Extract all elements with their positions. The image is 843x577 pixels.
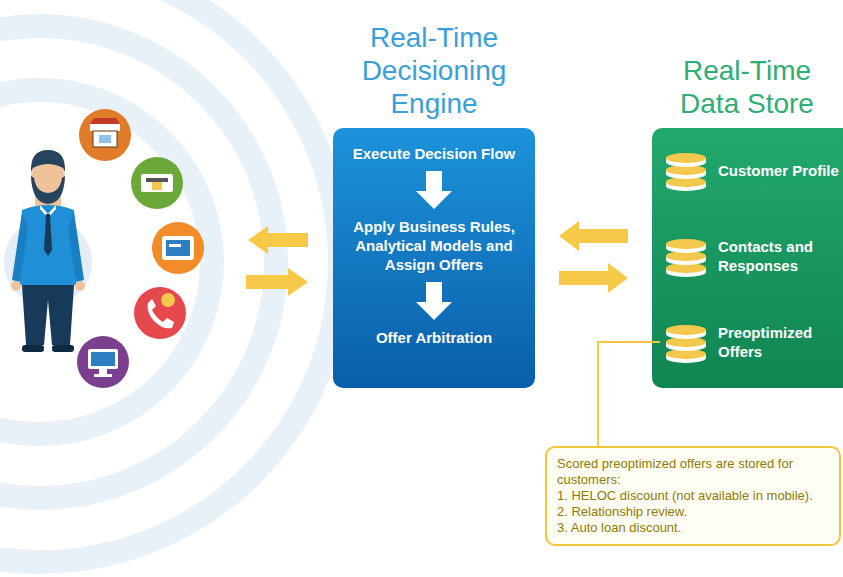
data-store-item: Contacts and Responses	[660, 234, 840, 278]
process-step: Apply Business Rules, Analytical Models …	[333, 217, 535, 274]
process-step: Offer Arbitration	[333, 328, 535, 347]
panel-heading: Real-Time Decisioning Engine	[333, 21, 535, 120]
flow-arrow	[559, 263, 628, 293]
callout-note: Scored preoptimized offers are stored fo…	[545, 446, 841, 546]
node-text: Customer Profile	[718, 161, 840, 180]
engine-panel: Real-Time Decisioning EngineExecute Deci…	[333, 128, 535, 388]
process-step: Execute Decision Flow	[333, 144, 535, 163]
person-figure	[11, 150, 85, 352]
channel-icons	[77, 109, 204, 388]
node-text: Preoptimized Offers	[718, 323, 840, 361]
node-text: Execute Decision Flow	[333, 144, 535, 163]
node-text: 1. HELOC discount (not available in mobi…	[557, 488, 829, 504]
data-store-panel: Real-Time Data StoreCustomer ProfileCont…	[652, 128, 843, 388]
node-text: 2. Relationship review.	[557, 504, 829, 520]
signal-arcs	[0, 0, 340, 562]
node-text: 3. Auto loan discount.	[557, 520, 829, 536]
flow-arrow	[559, 221, 628, 251]
data-store-item: Preoptimized Offers	[660, 320, 840, 364]
node-text: Offer Arbitration	[333, 328, 535, 347]
data-store-item: Customer Profile	[660, 148, 840, 192]
flow-arrow	[416, 282, 452, 320]
flow-arrow	[416, 171, 452, 209]
database-icon	[664, 149, 708, 191]
database-icon	[664, 235, 708, 277]
node-text: Apply Business Rules, Analytical Models …	[333, 217, 535, 274]
channel-arrows	[246, 226, 308, 296]
node-text: Scored preoptimized offers are stored fo…	[557, 456, 829, 488]
leader-line	[598, 342, 660, 446]
node-text: Contacts and Responses	[718, 237, 840, 275]
panel-heading: Real-Time Data Store	[662, 54, 832, 120]
database-icon	[664, 321, 708, 363]
